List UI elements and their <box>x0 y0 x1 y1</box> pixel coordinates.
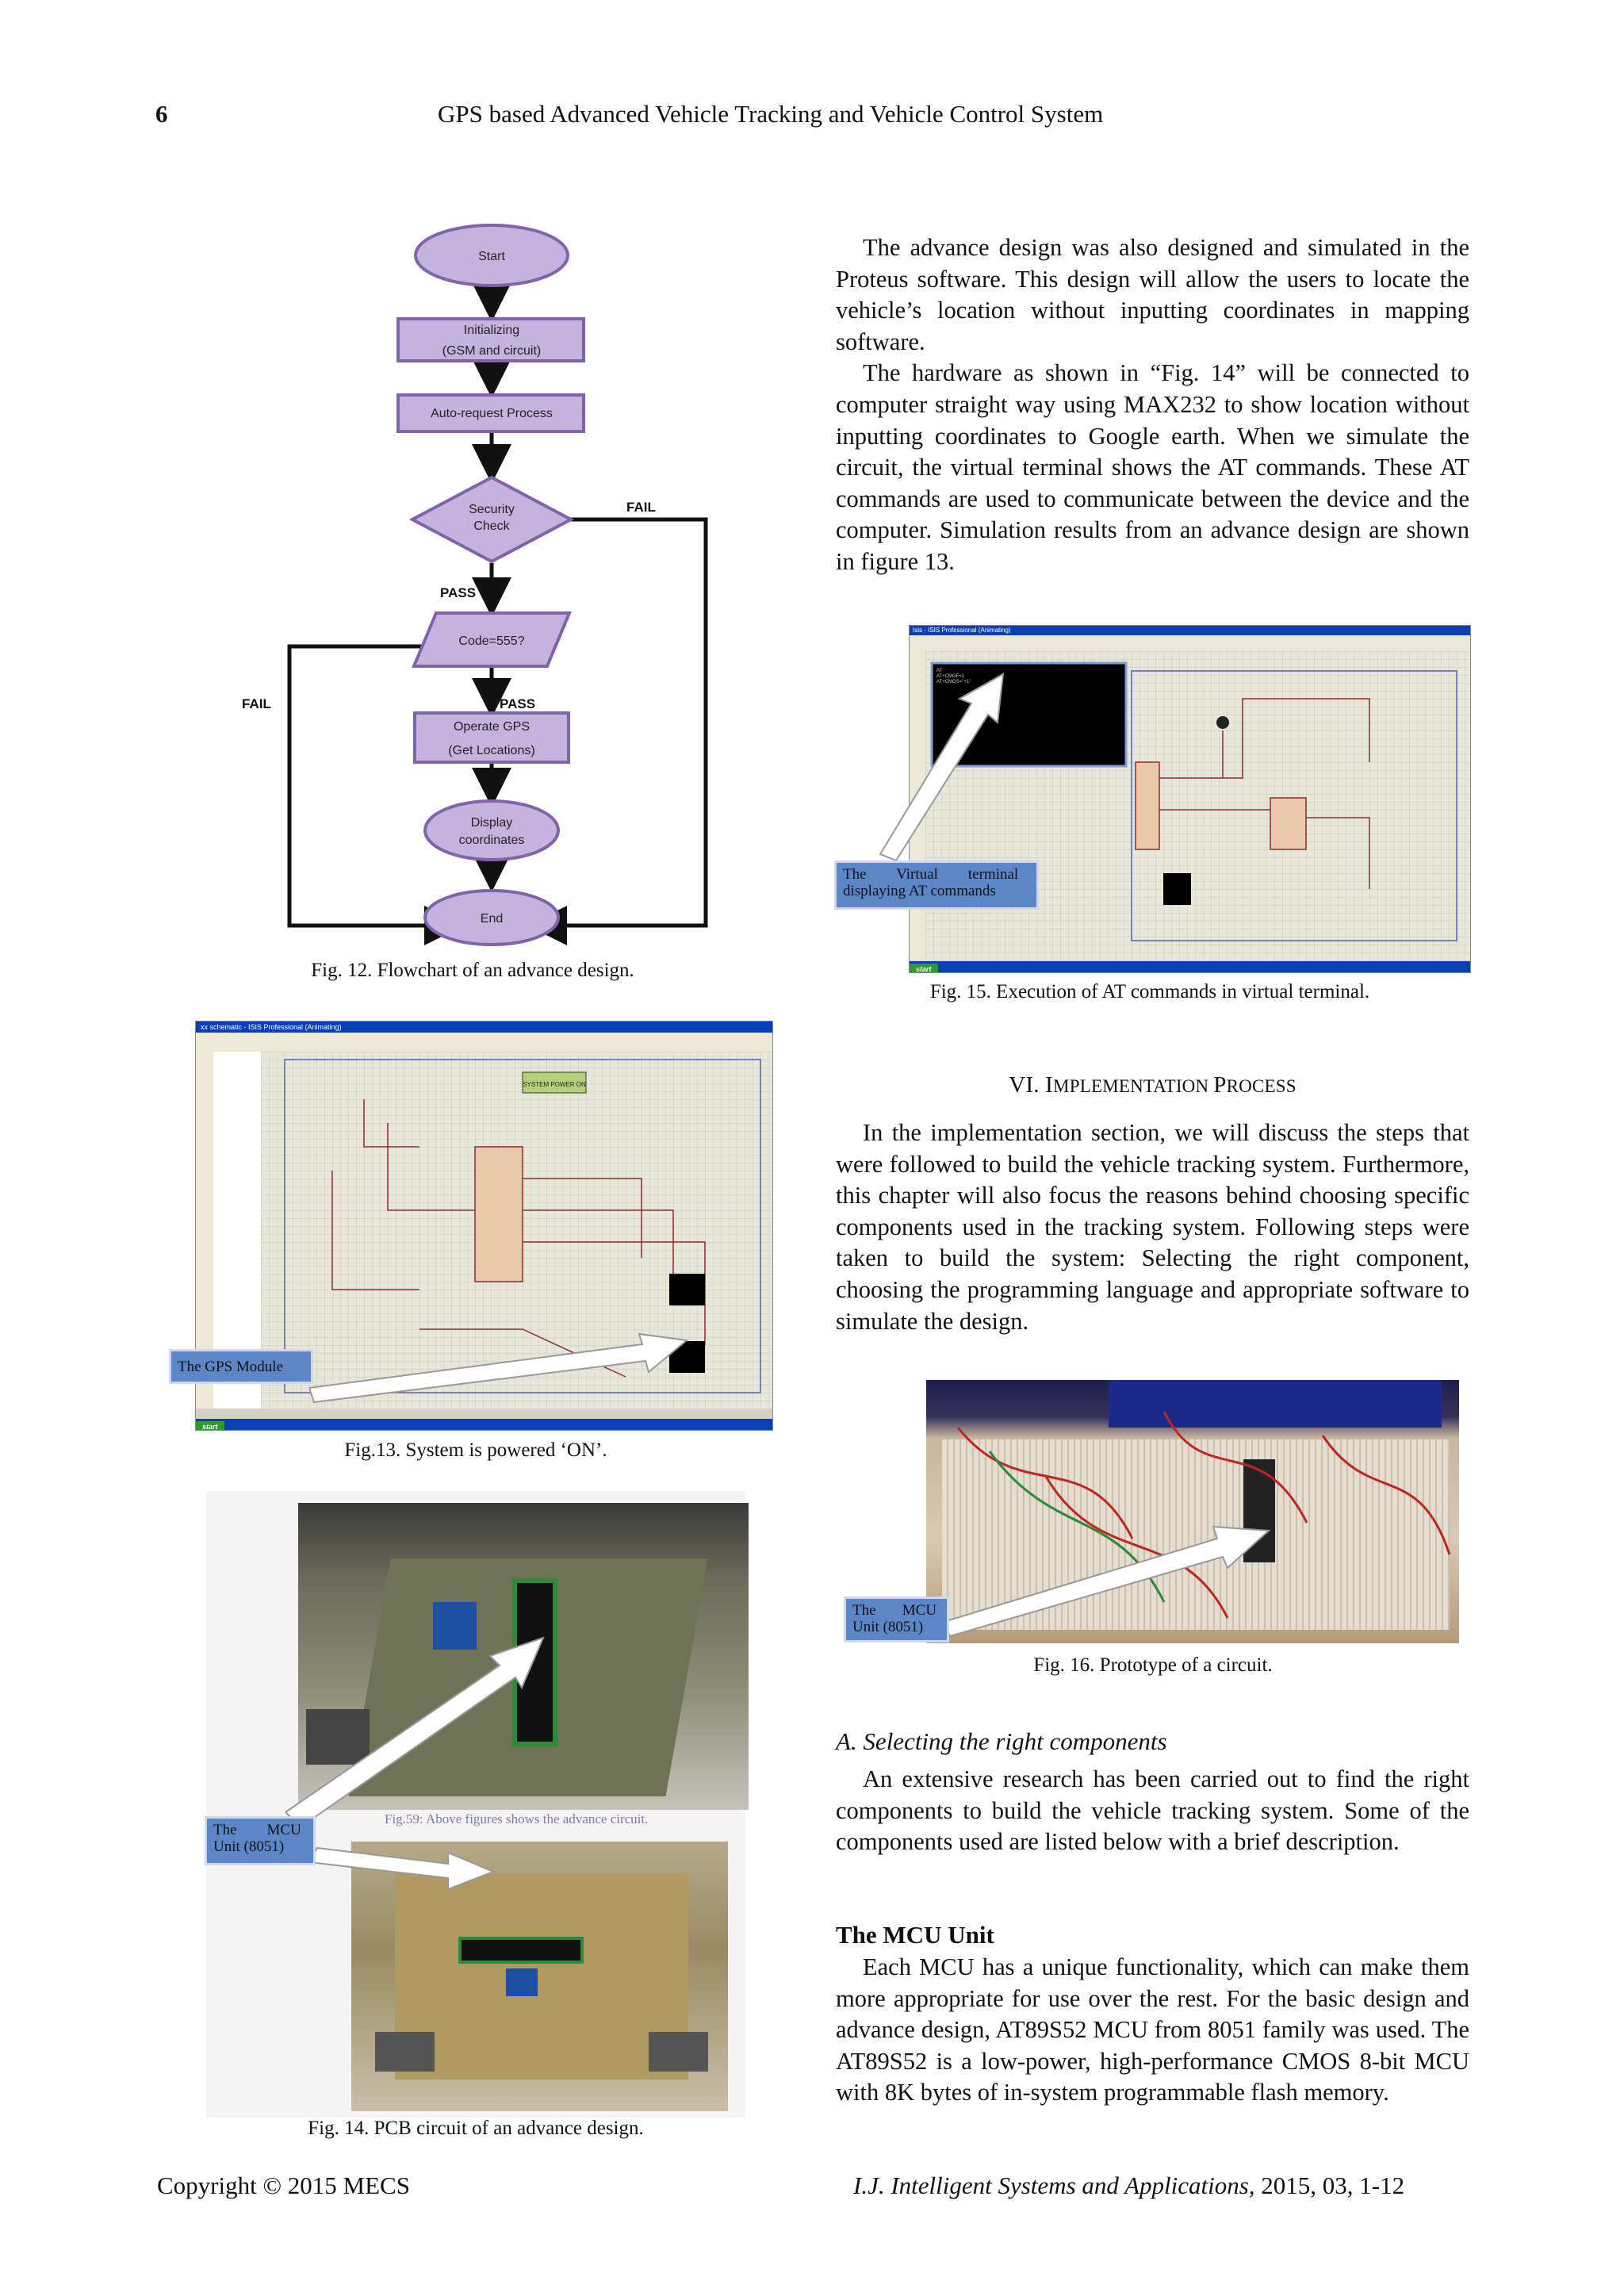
copyright: Copyright © 2015 MECS <box>157 2171 410 2199</box>
para-1: The advance design was also designed and… <box>836 234 1469 355</box>
node-init-1: Initializing <box>464 324 519 337</box>
fig13-screenshot: xx schematic - ISIS Professional (Animat… <box>195 1021 773 1431</box>
node-end: End <box>481 912 503 926</box>
flowchart-figure: Start Initializing (GSM and circuit) Aut… <box>226 222 726 968</box>
section-title: VI. IMPLEMENTATION PROCESS <box>836 1072 1469 1098</box>
node-auto: Auto-request Process <box>431 407 553 420</box>
fig14-caption: Fig. 14. PCB circuit of an advance desig… <box>308 2118 644 2139</box>
fig12-caption: Fig. 12. Flowchart of an advance design. <box>311 960 634 981</box>
fig15-callout-line2: displaying AT commands <box>843 883 996 899</box>
fig14-inner-caption: Fig.59: Above figures shows the advance … <box>385 1811 649 1826</box>
para-2: The hardware as shown in “Fig. 14” will … <box>836 359 1469 575</box>
fig15-start-button: start <box>910 964 938 972</box>
fig14-mcu-callout: The MCU Unit (8051) <box>205 1816 316 1865</box>
para-3: In the implementation section, we will d… <box>836 1119 1469 1335</box>
para-4: An extensive research has been carried o… <box>836 1765 1469 1856</box>
section-title-p: P <box>1213 1072 1227 1098</box>
fig13-schematic-canvas: SYSTEM POWER ON <box>261 1052 772 1409</box>
project-banner <box>1109 1380 1442 1428</box>
relay-2 <box>506 1968 538 1996</box>
fig15-caption: Fig. 15. Execution of AT commands in vir… <box>929 981 1370 1002</box>
node-gps-2: (Get Locations) <box>448 744 534 757</box>
section-title-a: MPLEMENTATION <box>1053 1076 1214 1096</box>
fig13-taskbar: start <box>196 1419 772 1430</box>
relay <box>433 1602 477 1650</box>
node-security-1: Security <box>469 503 515 516</box>
fig16-wires <box>956 1411 1451 1619</box>
fig13-start-button: start <box>196 1421 224 1430</box>
implementation-paragraph: In the implementation section, we will d… <box>836 1117 1469 1337</box>
svg-text:AT+CMGF=1: AT+CMGF=1 <box>936 674 965 679</box>
fig15-toolbar <box>910 635 1470 652</box>
journal-issue: 2015, 03, 1-12 <box>1254 2171 1405 2199</box>
intro-paragraphs: The advance design was also designed and… <box>836 232 1469 578</box>
node-display-2: coordinates <box>459 834 525 847</box>
node-security-2: Check <box>473 519 510 533</box>
gps-module-callout: The GPS Module <box>169 1349 313 1384</box>
mcu-chip-2 <box>458 1937 584 1964</box>
journal-name: I.J. Intelligent Systems and Application… <box>853 2171 1255 2199</box>
para-5: Each MCU has a unique functionality, whi… <box>836 1953 1469 2106</box>
fig16-mcu-callout: The MCU Unit (8051) <box>844 1596 949 1642</box>
fig14-callout-line2: Unit (8051) <box>213 1838 285 1855</box>
svg-text:AT+CMGS="+1": AT+CMGS="+1" <box>936 680 971 684</box>
fig13-arrow <box>309 1332 689 1404</box>
fig15-callout-line1: The Virtual terminal <box>843 866 1019 883</box>
node-gps-1: Operate GPS <box>454 720 530 734</box>
pcb-board-2 <box>395 1873 688 2079</box>
edge-fail-1: FAIL <box>626 500 656 515</box>
start-node <box>414 224 569 287</box>
serial-port-2 <box>375 2032 435 2072</box>
fig13-lcd: SYSTEM POWER ON <box>523 1081 586 1088</box>
fig16-callout-line1: The MCU <box>852 1602 937 1619</box>
page-number: 6 <box>155 100 168 128</box>
fig16-photo <box>926 1380 1459 1643</box>
mcu-paragraph: Each MCU has a unique functionality, whi… <box>836 1952 1469 2109</box>
serial-port-3 <box>649 2032 708 2072</box>
fig16-callout-line2: Unit (8051) <box>852 1619 924 1635</box>
node-start: Start <box>478 250 505 263</box>
edge-fail-2: FAIL <box>242 696 271 711</box>
running-title: GPS based Advanced Vehicle Tracking and … <box>438 100 1104 128</box>
node-display-1: Display <box>471 816 512 830</box>
fig16-caption: Fig. 16. Prototype of a circuit. <box>1033 1654 1273 1676</box>
fig13-titlebar: xx schematic - ISIS Professional (Animat… <box>196 1022 772 1033</box>
fig13-caption: Fig.13. System is powered ‘ON’. <box>344 1439 607 1461</box>
subsection-title: A. Selecting the right components <box>836 1727 1167 1755</box>
virtual-terminal-callout: The Virtual terminal displaying AT comma… <box>834 861 1039 910</box>
fig15-arrow <box>879 673 1005 861</box>
node-init-2: (GSM and circuit) <box>442 344 541 358</box>
edge-pass-1: PASS <box>440 585 476 600</box>
edge-pass-2: PASS <box>500 696 535 711</box>
components-paragraph: An extensive research has been carried o… <box>836 1764 1469 1858</box>
section-title-num: VI. I <box>1009 1072 1054 1098</box>
svg-text:AT: AT <box>936 669 943 673</box>
journal-citation: I.J. Intelligent Systems and Application… <box>853 2171 1404 2200</box>
fig14-arrows <box>285 1636 545 1891</box>
serial-port <box>306 1709 370 1765</box>
fig13-toolbar <box>196 1033 772 1052</box>
fig14-photo-bottom <box>351 1842 728 2111</box>
fig16-arrow <box>944 1525 1271 1638</box>
fig15-taskbar: start <box>910 961 1470 972</box>
section-title-b: ROCESS <box>1226 1076 1297 1096</box>
mcu-heading: The MCU Unit <box>836 1921 994 1949</box>
fig13-left-toolbar <box>196 1052 213 1409</box>
fig15-titlebar: Isis - ISIS Professional (Animating) <box>910 626 1470 635</box>
node-code: Code=555? <box>458 634 524 648</box>
fig14-callout-line1: The MCU <box>213 1822 301 1838</box>
